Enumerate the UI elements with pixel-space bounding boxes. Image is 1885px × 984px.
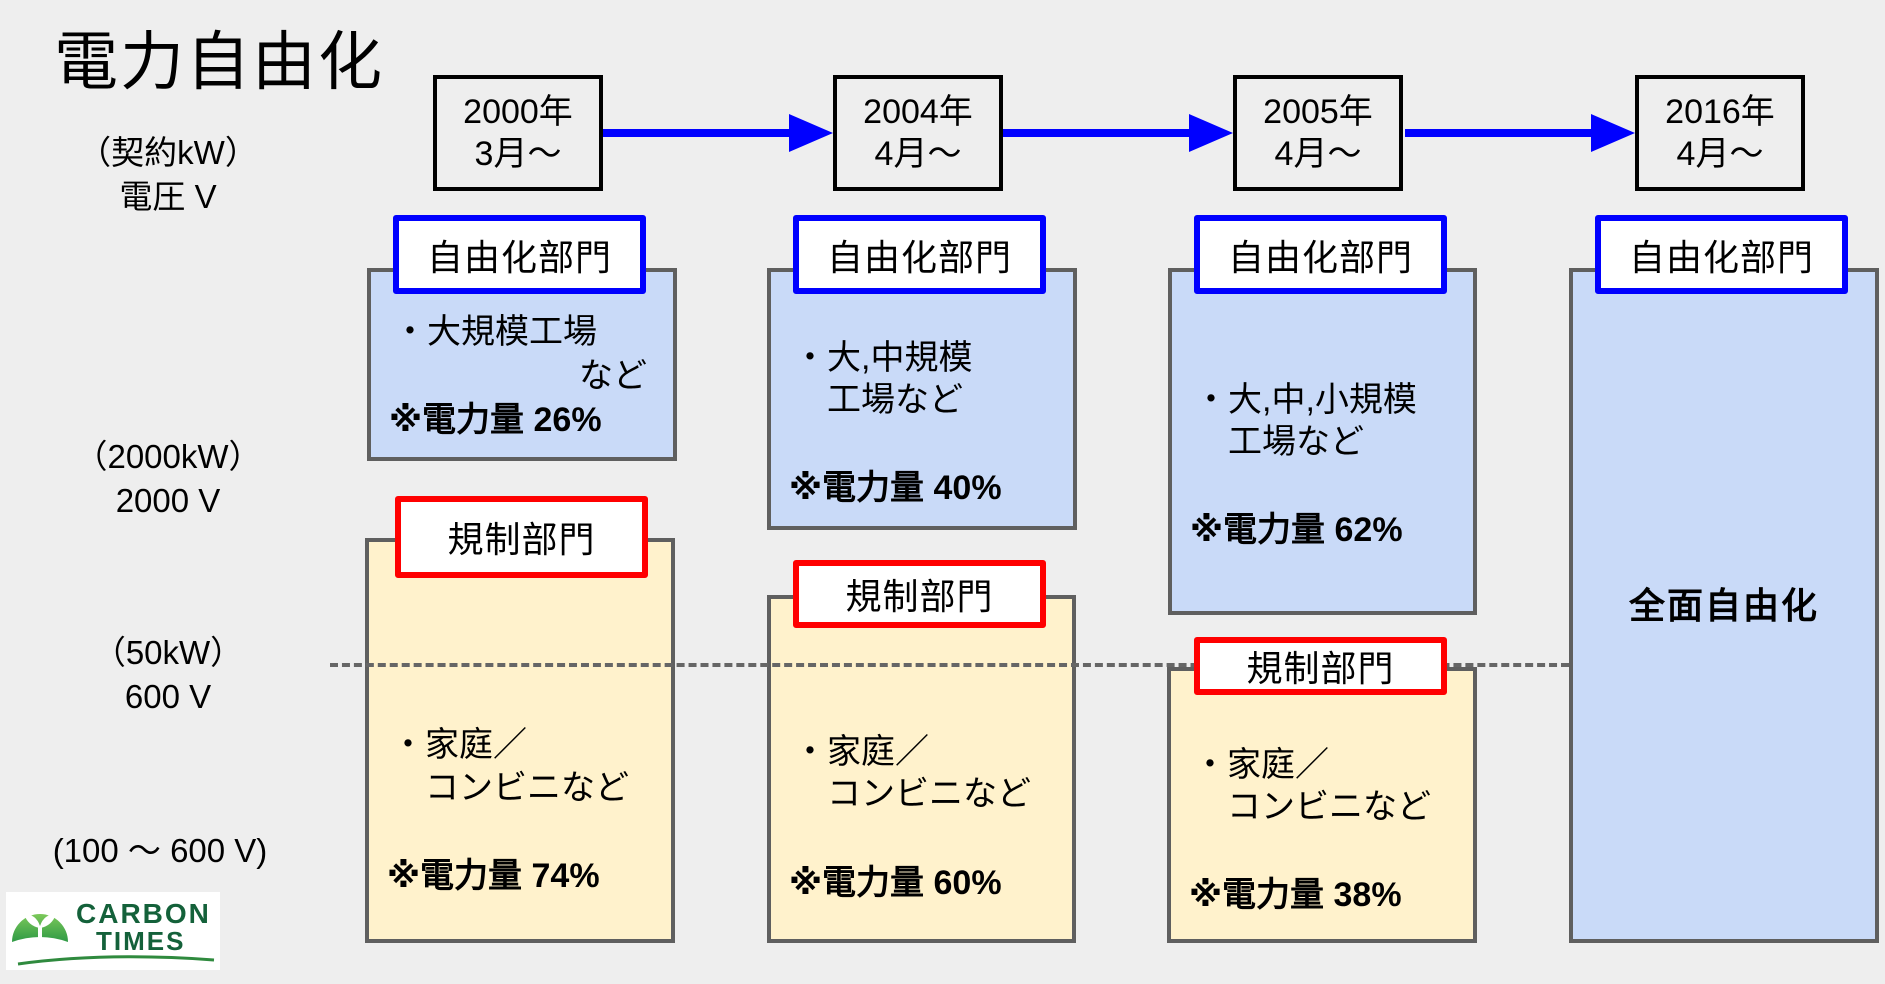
axis-level-mid-line1: （50kW）	[92, 634, 244, 671]
arrow-line	[603, 129, 793, 137]
month-label: 4月〜	[1274, 135, 1362, 173]
liberalized-desc-line2: 工場など	[1228, 423, 1364, 461]
arrow-right-icon	[789, 114, 833, 152]
liberalized-box-2000: ・大規模工場 など ※電力量 26%	[367, 268, 677, 461]
axis-level-high-line2: 2000 V	[115, 482, 221, 519]
liberalized-desc-line1: ・大,中,小規模	[1194, 381, 1417, 419]
year-box-2005: 2005年 4月〜	[1233, 75, 1403, 191]
liberalized-desc-line1: ・大規模工場	[393, 313, 597, 351]
page-title: 電力自由化	[54, 26, 384, 98]
arrow-right-icon	[1591, 114, 1635, 152]
regulated-box-2004: ・家庭／ コンビニなど ※電力量 60%	[767, 595, 1076, 943]
liberalized-share: ※電力量 40%	[789, 469, 1002, 507]
regulated-desc-line1: ・家庭／	[391, 726, 527, 764]
liberalized-label: 自由化部門	[793, 215, 1046, 294]
liberalized-desc-line2: 工場など	[827, 381, 963, 419]
liberalized-box-2004: ・大,中規模 工場など ※電力量 40%	[767, 268, 1077, 530]
regulated-desc-line2: コンビニなど	[1227, 788, 1431, 826]
month-label: 4月〜	[1676, 135, 1764, 173]
month-label: 4月〜	[874, 135, 962, 173]
liberalized-desc-line1: ・大,中規模	[793, 339, 973, 377]
regulated-desc-line2: コンビニなど	[425, 769, 629, 807]
axis-header-line2: 電圧 V	[119, 178, 217, 215]
year-box-2004: 2004年 4月〜	[833, 75, 1003, 191]
threshold-dashed-line	[330, 663, 1569, 667]
liberalized-label: 自由化部門	[393, 215, 646, 294]
axis-level-low: (100 〜 600 V)	[52, 832, 268, 869]
year-box-2016: 2016年 4月〜	[1635, 75, 1805, 191]
liberalized-share: ※電力量 62%	[1190, 511, 1403, 549]
liberalized-box-2016: 全面自由化	[1569, 268, 1879, 943]
arrow-line	[1405, 129, 1595, 137]
regulated-share: ※電力量 60%	[789, 864, 1002, 902]
liberalized-box-2005: ・大,中,小規模 工場など ※電力量 62%	[1168, 268, 1477, 615]
axis-header-line1: （契約kW）	[78, 134, 258, 171]
sprout-icon	[12, 914, 215, 966]
liberalized-share: ※電力量 26%	[389, 401, 602, 439]
regulated-label: 規制部門	[395, 496, 648, 578]
regulated-label: 規制部門	[1194, 637, 1447, 695]
month-label: 3月〜	[474, 135, 562, 173]
arrow-line	[1003, 129, 1193, 137]
year-label: 2000年	[463, 93, 573, 131]
axis-level-mid: （50kW） 600 V	[38, 631, 298, 719]
regulated-share: ※電力量 38%	[1189, 876, 1402, 914]
regulated-desc-line1: ・家庭／	[1193, 746, 1329, 784]
axis-level-mid-line2: 600 V	[124, 678, 212, 715]
carbon-times-logo: CARBON TIMES	[6, 892, 220, 970]
arrow-right-icon	[1189, 114, 1233, 152]
liberalized-desc-line2: など	[579, 357, 647, 395]
full-liberalization-text: 全面自由化	[1628, 584, 1819, 626]
regulated-share: ※電力量 74%	[387, 857, 600, 895]
liberalized-label: 自由化部門	[1194, 215, 1447, 294]
liberalized-label: 自由化部門	[1595, 215, 1848, 294]
axis-level-high-line1: （2000kW）	[74, 438, 262, 475]
logo-line2: TIMES	[96, 926, 186, 956]
year-box-2000: 2000年 3月〜	[433, 75, 603, 191]
regulated-desc-line2: コンビニなど	[827, 775, 1031, 813]
regulated-desc-line1: ・家庭／	[793, 733, 929, 771]
logo-line1: CARBON	[76, 898, 211, 929]
year-label: 2004年	[863, 93, 973, 131]
axis-header: （契約kW） 電圧 V	[38, 131, 298, 219]
axis-level-high: （2000kW） 2000 V	[38, 435, 298, 523]
regulated-label: 規制部門	[793, 560, 1046, 628]
regulated-box-2005: ・家庭／ コンビニなど ※電力量 38%	[1167, 667, 1477, 943]
year-label: 2005年	[1263, 93, 1373, 131]
year-label: 2016年	[1665, 93, 1775, 131]
regulated-box-2000: ・家庭／ コンビニなど ※電力量 74%	[365, 538, 675, 943]
